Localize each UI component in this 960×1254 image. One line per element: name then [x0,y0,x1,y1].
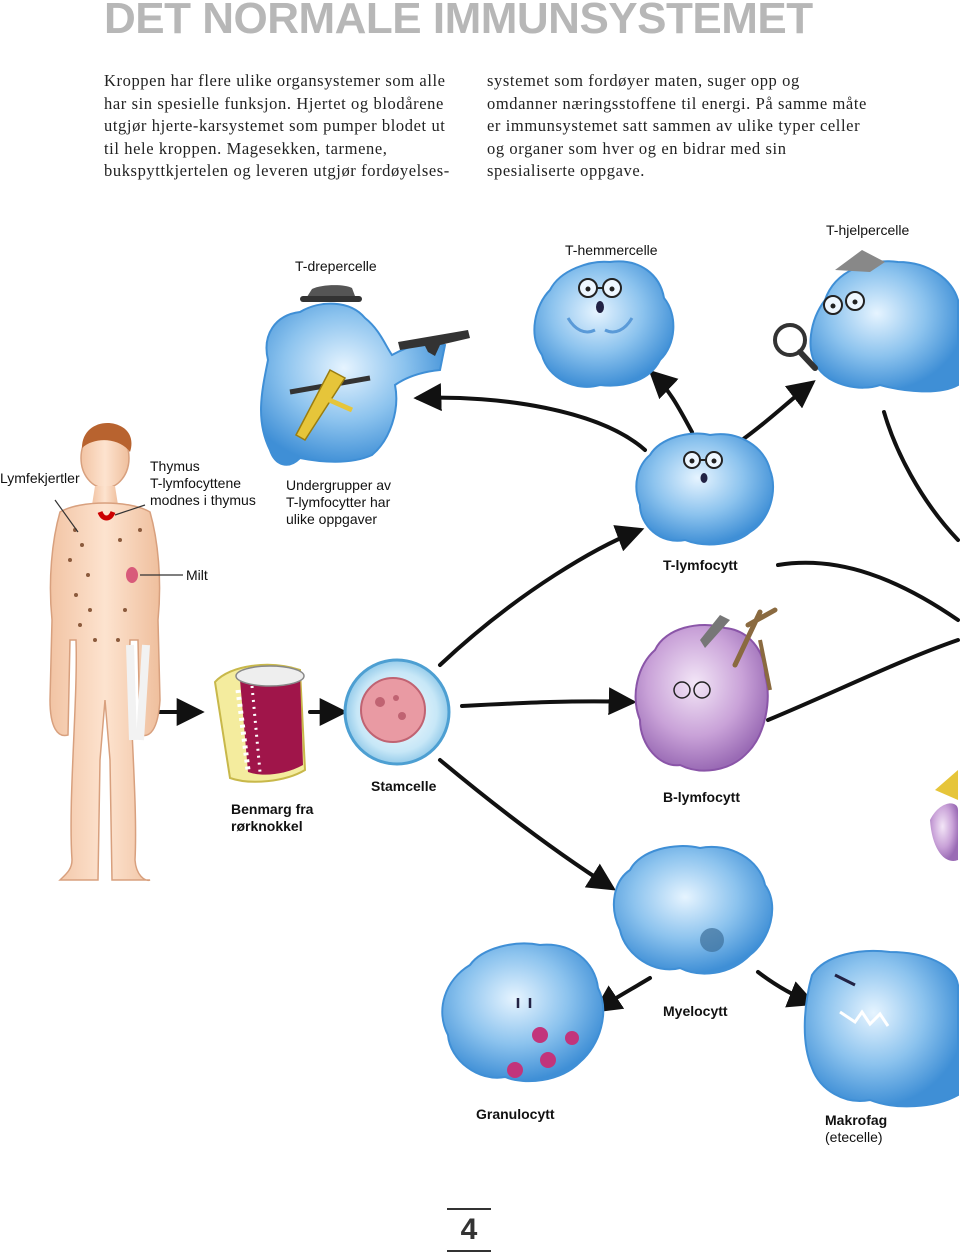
label-granulocytt: Granulocytt [476,1106,555,1122]
label-t-lymfocytt: T-lymfocytt [663,557,738,573]
label-makrofag: Makrofag (etecelle) [825,1112,887,1146]
nucleus-icon [360,677,426,743]
arrow-tlymfocytt-right [776,560,960,622]
mouth-icon [596,301,604,313]
hat-icon [700,615,730,648]
human-body-illustration [49,423,183,882]
arrow-myelocytt-to-makrofag [756,970,817,1008]
label-milt: Milt [186,567,208,583]
flow-arrows [156,369,960,1035]
benmarg-illustration [213,663,307,783]
slingshot-icon [732,607,778,668]
label-t-drepercelle: T-drepercelle [295,258,377,274]
b-lymfocytt-illustration [634,607,778,772]
page-title: DET NORMALE IMMUNSYSTEMET [104,0,813,43]
label-lymfekjertler: Lymfekjertler [0,470,80,486]
label-stamcelle: Stamcelle [371,778,437,794]
arrow-t-lymfocytt-to-t-drepercelle [413,383,647,452]
arrow-stamcelle-to-myelocytt [438,758,616,891]
teeth-icon [839,1009,890,1027]
label-undergrupper-line-3: ulike oppgaver [286,511,378,527]
milt-icon [126,567,138,583]
myelocytt-illustration [612,845,774,975]
label-myelocytt: Myelocytt [663,1003,728,1019]
label-benmarg-line-1: Benmarg fra [231,801,314,817]
granulocytt-illustration [441,942,605,1083]
label-thymus-line-3: modnes i thymus [150,492,256,508]
t-hjelpercelle-illustration [773,250,959,393]
label-makrofag-line-1: Makrofag [825,1112,888,1128]
intro-text-right: systemet som fordøyer maten, suger opp o… [487,71,867,180]
right-edge-fragment [930,770,958,861]
t-hemmercelle-illustration [533,260,675,388]
label-makrofag-line-2: (etecelle) [825,1129,883,1145]
label-undergrupper: Undergrupper av T-lymfocytter har ulike … [286,477,391,528]
page-number: 4 [447,1208,491,1252]
label-benmarg-line-2: rørknokkel [231,818,303,834]
hat-icon [835,250,885,272]
granule-icon [532,1027,548,1043]
label-thymus: Thymus T-lymfocyttene modnes i thymus [150,458,256,509]
thymus-icon [97,510,116,521]
femur-icon [126,644,150,741]
pistol-icon [398,330,470,356]
magnifier-icon [773,323,807,357]
t-lymfocytt-illustration [635,432,775,546]
stamcelle-illustration [343,658,451,766]
arrow-hjelper-curve [882,410,960,542]
label-t-hjelpercelle: T-hjelpercelle [826,222,910,238]
label-undergrupper-line-2: T-lymfocytter har [286,494,391,510]
makrofag-illustration [803,949,959,1108]
label-benmarg: Benmarg fra rørknokkel [231,801,313,835]
arrow-blymfocytt-right [766,638,960,722]
label-thymus-line-2: T-lymfocyttene [150,475,242,491]
arrow-stamcelle-to-t-lymfocytt [438,525,645,667]
label-t-hemmercelle: T-hemmercelle [565,242,658,258]
label-thymus-line-1: Thymus [150,458,200,474]
arrow-t-lymfocytt-to-t-hemmercelle [648,369,694,434]
label-b-lymfocytt: B-lymfocytt [663,789,741,805]
hair-icon [82,423,132,452]
arrow-t-lymfocytt-to-t-hjelpercelle [740,380,816,442]
label-undergrupper-line-1: Undergrupper av [286,477,392,493]
arrow-myelocytt-to-granulocytt [593,976,652,1013]
lymph-nodes-icon [68,528,142,642]
intro-text-left: Kroppen har flere ulike organsystemer so… [104,71,450,180]
t-drepercelle-illustration [260,285,470,466]
arrow-stamcelle-to-b-lymfocytt [460,687,637,716]
